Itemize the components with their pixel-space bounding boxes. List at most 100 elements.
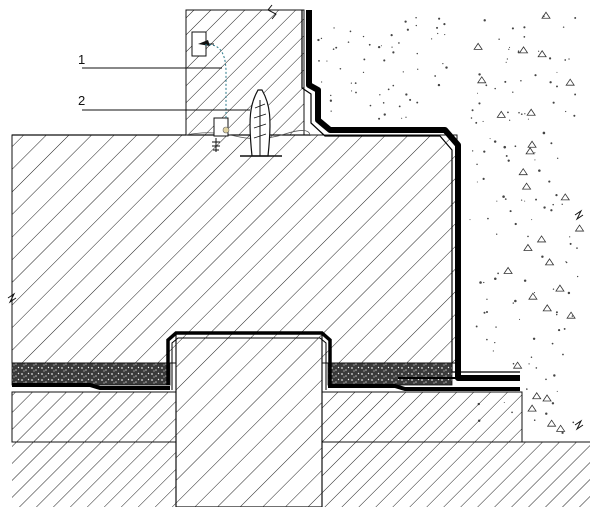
aggregate-speck (512, 362, 515, 365)
aggregate-speck (478, 102, 481, 105)
aggregate-speck (576, 275, 579, 278)
aggregate-speck (377, 45, 381, 49)
aggregate-speck (469, 219, 471, 221)
aggregate-speck (330, 94, 332, 97)
aggregate-speck (520, 199, 523, 201)
aggregate-speck (569, 242, 572, 245)
aggregate-speck (378, 117, 381, 120)
aggregate-speck (391, 46, 393, 48)
aggregate-speck (567, 291, 571, 295)
foundation-strip-right (319, 391, 523, 443)
aggregate-speck (552, 203, 554, 206)
sealant-anchor (191, 31, 230, 152)
aggregate-speck (535, 198, 537, 201)
aggregate-speck (483, 311, 486, 314)
aggregate-speck (471, 109, 474, 112)
aggregate-speck (329, 99, 333, 102)
aggregate-speck (317, 38, 320, 42)
aggregate-speck (556, 71, 558, 73)
aggregate-speck (517, 51, 520, 54)
aggregate-speck (398, 42, 400, 44)
aggregate-speck (483, 19, 486, 22)
aggregate-speck (545, 378, 547, 381)
aggregate-speck (514, 222, 517, 226)
aggregate-speck (493, 140, 497, 143)
aggregate-speck (475, 121, 478, 124)
aggregate-speck (398, 105, 401, 108)
aggregate-speck (508, 48, 510, 50)
aggregate-triangle (527, 404, 537, 412)
aggregate-speck (561, 203, 563, 206)
aggregate-triangle (528, 292, 538, 300)
aggregate-speck (526, 388, 528, 390)
aggregate-speck (434, 75, 437, 77)
aggregate-speck (392, 84, 395, 87)
aggregate-triangle (544, 258, 555, 266)
break-marks (7, 4, 584, 431)
aggregate-speck (479, 281, 482, 284)
aggregate-speck (478, 73, 481, 76)
aggregate-speck (565, 110, 567, 113)
aggregate-speck (523, 26, 526, 29)
aggregate-speck (563, 327, 566, 330)
aggregate-speck (556, 157, 559, 159)
aggregate-speck (531, 219, 533, 221)
aggregate-speck (533, 292, 536, 294)
aggregate-speck (495, 326, 497, 328)
aggregate-speck (561, 431, 564, 434)
aggregate-speck (551, 342, 554, 345)
foundation-strip-left (11, 391, 178, 443)
aggregate-triangle (560, 193, 570, 201)
aggregate-speck (538, 50, 540, 52)
aggregate-speck (542, 15, 545, 18)
aggregate-speck (506, 58, 509, 60)
aggregate-speck (404, 20, 407, 23)
aggregate-speck (550, 142, 553, 145)
aggregate-speck (530, 356, 533, 358)
aggregate-speck (355, 91, 357, 94)
aggregate-triangle (542, 394, 552, 402)
aggregate-speck (368, 43, 371, 46)
aggregate-speck (487, 217, 489, 220)
aggregate-triangle (566, 311, 576, 319)
aggregate-speck (504, 80, 507, 83)
aggregate-speck (511, 27, 514, 30)
aggregate-speck (538, 169, 541, 172)
aggregate-speck (548, 57, 552, 60)
aggregate-speck (507, 111, 509, 114)
aggregate-speck (512, 302, 515, 304)
aggregate-speck (436, 26, 439, 29)
aggregate-triangle (565, 78, 575, 86)
aggregate-speck (380, 45, 382, 47)
aggregate-speck (533, 419, 536, 421)
aggregate-triangle (531, 392, 542, 400)
aggregate-speck (442, 63, 444, 65)
aggregate-speck (520, 80, 522, 82)
aggregate-speck (445, 66, 448, 69)
main-slab (11, 134, 458, 364)
aggregate-speck (514, 145, 517, 148)
aggregate-speck (347, 41, 350, 43)
aggregate-speck (321, 81, 323, 83)
aggregate-speck (576, 247, 578, 249)
aggregate-speck (475, 325, 478, 328)
aggregate-speck (470, 117, 473, 119)
aggregate-speck (471, 150, 474, 152)
gravel-layer-left (11, 362, 171, 390)
aggregate-speck (482, 120, 484, 123)
aggregate-speck (514, 299, 517, 303)
aggregate-triangle (555, 284, 565, 292)
aggregate-speck (401, 117, 403, 119)
aggregate-triangle (525, 147, 535, 155)
upper-wall-block (185, 9, 305, 136)
aggregate-speck (534, 159, 536, 161)
aggregate-speck (527, 235, 529, 238)
aggregate-speck (383, 59, 386, 62)
aggregate-speck (485, 310, 489, 314)
aggregate-speck (509, 210, 512, 213)
aggregate-speck (350, 90, 353, 92)
aggregate-speck (443, 23, 446, 26)
aggregate-triangle (537, 50, 547, 58)
